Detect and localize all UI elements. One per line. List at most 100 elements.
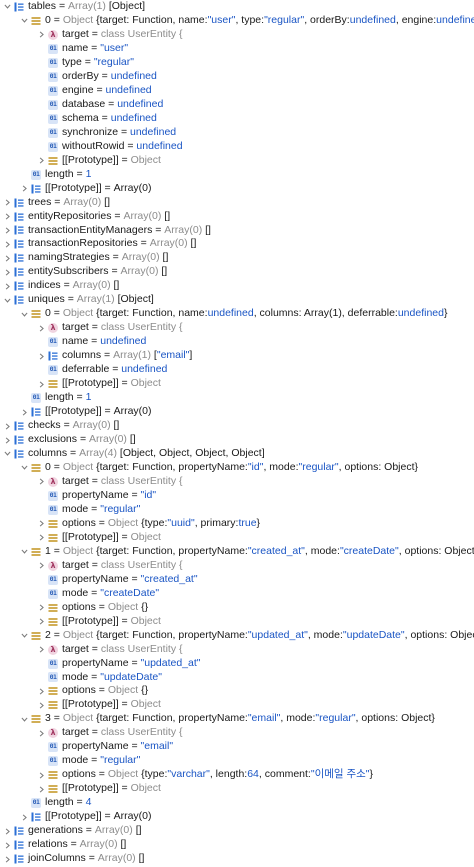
tree-row[interactable]: trees = Array(0) [] (0, 196, 474, 210)
tree-row[interactable]: generations = Array(0) [] (0, 824, 474, 838)
row-eq-text: = (50, 460, 63, 473)
array-icon (14, 435, 24, 445)
chevron-right-icon[interactable] (36, 157, 46, 164)
row-cls-text: class UserEntity { (100, 474, 183, 487)
tree-row[interactable]: [[Prototype]] = Object (0, 377, 474, 391)
tree-row[interactable]: [[Prototype]] = Object (0, 531, 474, 545)
chevron-down-icon[interactable] (19, 464, 29, 471)
chevron-down-icon[interactable] (2, 450, 12, 457)
chevron-right-icon[interactable] (2, 213, 12, 220)
tree-row[interactable]: [[Prototype]] = Object (0, 615, 474, 629)
tree-row[interactable]: 0 = Object {target: Function, name: unde… (0, 307, 474, 321)
chevron-down-icon[interactable] (2, 297, 12, 304)
tree-row[interactable]: options = Object {} (0, 601, 474, 615)
chevron-right-icon[interactable] (36, 562, 46, 569)
tree-row[interactable]: tables = Array(1) [Object] (0, 0, 474, 14)
chevron-right-icon[interactable] (2, 828, 12, 835)
row-val-text: , mode: (307, 628, 343, 641)
tree-row[interactable]: [[Prototype]] = Array(0) (0, 810, 474, 824)
tree-row[interactable]: options = Object {type: "uuid", primary:… (0, 517, 474, 531)
chevron-right-icon[interactable] (19, 185, 29, 192)
tree-row[interactable]: [[Prototype]] = Array(0) (0, 405, 474, 419)
chevron-right-icon[interactable] (2, 856, 12, 863)
tree-row[interactable]: checks = Array(0) [] (0, 419, 474, 433)
chevron-right-icon[interactable] (36, 381, 46, 388)
chevron-right-icon[interactable] (36, 478, 46, 485)
tree-row[interactable]: indices = Array(0) [] (0, 279, 474, 293)
tree-row[interactable]: namingStrategies = Array(0) [] (0, 251, 474, 265)
chevron-right-icon[interactable] (19, 409, 29, 416)
chevron-down-icon[interactable] (19, 311, 29, 318)
chevron-right-icon[interactable] (36, 534, 46, 541)
chevron-right-icon[interactable] (36, 786, 46, 793)
row-key-text: orderBy (62, 69, 99, 82)
tree-row[interactable]: entityRepositories = Array(0) [] (0, 210, 474, 224)
chevron-right-icon[interactable] (36, 688, 46, 695)
chevron-right-icon[interactable] (36, 604, 46, 611)
chevron-down-icon[interactable] (2, 3, 12, 10)
tree-row[interactable]: [[Prototype]] = Object (0, 154, 474, 168)
tree-row[interactable]: 2 = Object {target: Function, propertyNa… (0, 629, 474, 643)
tree-row[interactable]: 3 = Object {target: Function, propertyNa… (0, 712, 474, 726)
chevron-right-icon[interactable] (36, 325, 46, 332)
primitive-icon: 01 (48, 43, 58, 54)
row-key-text: columns (28, 447, 68, 459)
chevron-down-icon[interactable] (19, 632, 29, 639)
chevron-right-icon[interactable] (2, 436, 12, 444)
chevron-right-icon[interactable] (36, 353, 46, 360)
chevron-down-icon[interactable] (19, 17, 29, 24)
tree-row[interactable]: 1 = Object {target: Function, propertyNa… (0, 545, 474, 559)
row-key-text: 0 (45, 460, 51, 473)
chevron-right-icon[interactable] (2, 227, 12, 234)
tree-row[interactable]: columns = Array(4) [Object, Object, Obje… (0, 447, 474, 461)
tree-row[interactable]: joinColumns = Array(0) [] (0, 852, 474, 866)
row-key-text: options (62, 600, 96, 613)
chevron-right-icon[interactable] (36, 772, 46, 779)
chevron-right-icon[interactable] (2, 423, 12, 430)
row-key-text: database (62, 97, 106, 110)
row-val-text: [] (138, 852, 145, 865)
chevron-right-icon[interactable] (36, 702, 46, 709)
chevron-down-icon[interactable] (19, 548, 29, 555)
row-eq-text: = (50, 544, 63, 557)
chevron-right-icon[interactable] (2, 199, 12, 206)
row-eq-text: = (128, 488, 141, 501)
tree-row[interactable]: entitySubscribers = Array(0) [] (0, 265, 474, 279)
chevron-right-icon[interactable] (2, 269, 12, 276)
row-eq-text: = (60, 419, 73, 432)
tree-row[interactable]: options = Object {} (0, 684, 474, 698)
row-eq-text: = (85, 852, 98, 865)
tree-row[interactable]: [[Prototype]] = Object (0, 698, 474, 712)
tree-row[interactable]: uniques = Array(1) [Object] (0, 293, 474, 307)
chevron-right-icon[interactable] (2, 283, 12, 290)
tree-row[interactable]: options = Object {type: "varchar", lengt… (0, 768, 474, 782)
chevron-right-icon[interactable] (36, 730, 46, 737)
chevron-right-icon[interactable] (36, 646, 46, 653)
tree-row[interactable]: transactionEntityManagers = Array(0) [] (0, 224, 474, 238)
chevron-right-icon[interactable] (2, 255, 12, 262)
chevron-right-icon[interactable] (2, 241, 12, 248)
chevron-right-icon[interactable] (2, 842, 12, 849)
tree-row[interactable]: [[Prototype]] = Array(0) (0, 182, 474, 196)
tree-row[interactable]: relations = Array(0) [] (0, 838, 474, 852)
tree-row[interactable]: 0 = Object {target: Function, name: "use… (0, 14, 474, 28)
tree-row[interactable]: transactionRepositories = Array(0) [] (0, 237, 474, 251)
tree-row[interactable]: exclusions = Array(0) [] (0, 433, 474, 447)
chevron-right-icon[interactable] (19, 814, 29, 821)
row-key-text: target (62, 726, 89, 739)
tree-row[interactable]: [[Prototype]] = Object (0, 782, 474, 796)
object-icon (48, 770, 58, 780)
chevron-right-icon[interactable] (36, 520, 46, 527)
chevron-right-icon[interactable] (36, 618, 46, 625)
chevron-right-icon[interactable] (36, 31, 46, 38)
tree-row[interactable]: columns = Array(1) ["email"] (0, 349, 474, 363)
chevron-down-icon[interactable] (19, 716, 29, 723)
tree-row[interactable]: 0 = Object {target: Function, propertyNa… (0, 461, 474, 475)
primitive-icon: 01 (48, 99, 58, 110)
